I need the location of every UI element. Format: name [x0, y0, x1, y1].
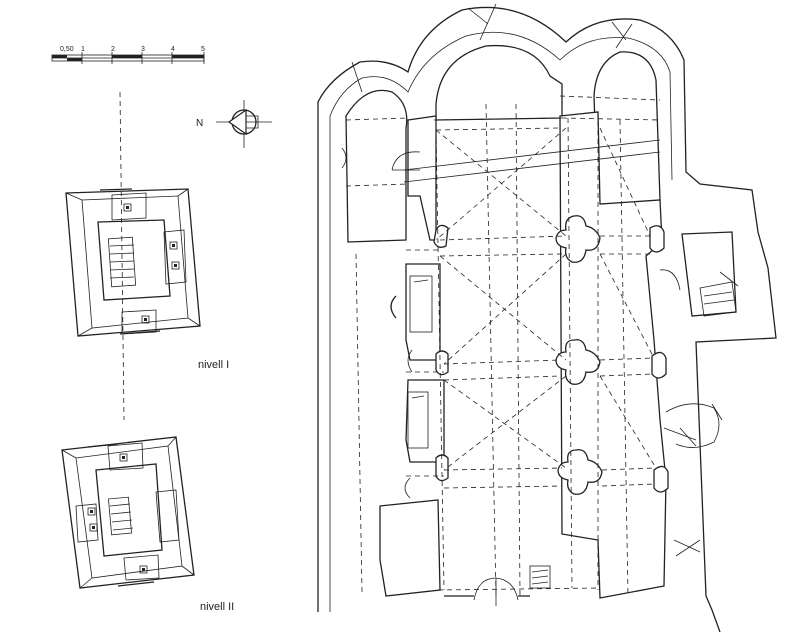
church-main-plan [317, 3, 777, 632]
tower-level-2-label: nivell II [200, 601, 234, 613]
scale-label-5: 5 [201, 46, 205, 53]
scale-bar: 0,50 1 2 3 4 5 [51, 46, 205, 64]
scale-label-3: 3 [141, 46, 145, 53]
church-outer-wall [317, 6, 777, 632]
scale-label-0: 0,50 [60, 46, 74, 53]
scale-label-2: 2 [111, 46, 115, 53]
north-label: N [196, 118, 203, 129]
scale-label-4: 4 [171, 46, 175, 53]
tower-plan-level-2: nivell II [61, 436, 234, 613]
scale-label-1: 1 [81, 46, 85, 53]
north-arrow-icon: N [196, 100, 272, 148]
tower-plan-level-1: nivell I [65, 188, 229, 371]
tower-level-1-label: nivell I [198, 359, 229, 371]
section-line [119, 91, 125, 421]
